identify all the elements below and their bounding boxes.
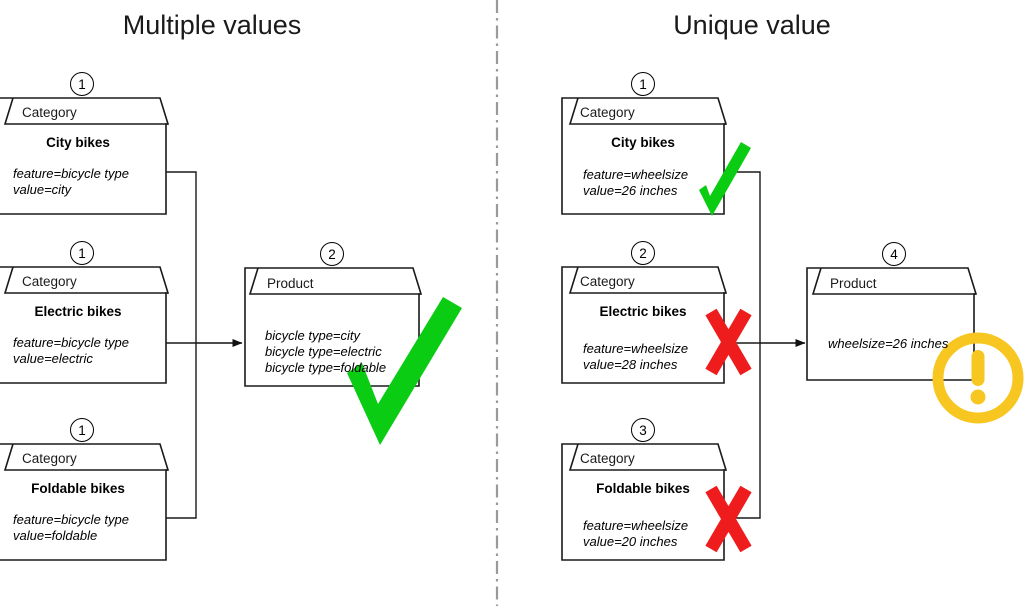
badge-left-category-2: 1 xyxy=(70,241,94,265)
node-line2-right-category-3: value=20 inches xyxy=(583,534,678,549)
node-line2-left-product: bicycle type=electric xyxy=(265,344,382,359)
page-title-left: Multiple values xyxy=(122,10,302,40)
badge-right-category-2: 2 xyxy=(631,241,655,265)
right-category-node-1 xyxy=(561,97,728,215)
node-title-left-category-1: City bikes xyxy=(46,135,110,150)
badge-left-category-3: 1 xyxy=(70,418,94,442)
tab-label-right-category-1: Category xyxy=(580,105,635,120)
badge-right-category-3: 3 xyxy=(631,418,655,442)
node-title-right-category-1: City bikes xyxy=(611,135,675,150)
tab-label-right-category-2: Category xyxy=(580,274,635,289)
tab-label-right-category-3: Category xyxy=(580,451,635,466)
badge-right-category-1: 1 xyxy=(631,72,655,96)
node-line1-left-category-2: feature=bicycle type xyxy=(13,335,129,350)
tab-label-right-product: Product xyxy=(830,276,877,291)
left-connector-lines xyxy=(166,171,197,519)
tab-label-left-category-3: Category xyxy=(22,451,77,466)
left-category-node-1 xyxy=(0,97,170,215)
tab-label-left-product: Product xyxy=(267,276,314,291)
left-category-node-2 xyxy=(0,266,170,384)
cross-mark-icon-right-node-3 xyxy=(705,485,752,553)
right-category-node-3 xyxy=(561,443,728,561)
node-line1-right-category-1: feature=wheelsize xyxy=(583,167,689,182)
node-line1-left-category-3: feature=bicycle type xyxy=(13,512,129,527)
badge-right-product: 4 xyxy=(882,242,906,266)
left-category-node-3 xyxy=(0,443,170,561)
node-line1-left-product: bicycle type=city xyxy=(265,328,361,343)
node-line2-left-category-3: value=foldable xyxy=(13,528,98,543)
node-line1-right-category-2: feature=wheelsize xyxy=(583,341,689,356)
node-line2-left-category-2: value=electric xyxy=(13,351,93,366)
left-product-node xyxy=(244,267,423,387)
node-title-right-category-3: Foldable bikes xyxy=(596,481,690,496)
page-title-right: Unique value xyxy=(673,10,831,40)
node-line2-left-category-1: value=city xyxy=(13,182,72,197)
cross-mark-icon-right-node-2 xyxy=(705,308,752,376)
node-title-left-category-3: Foldable bikes xyxy=(31,481,125,496)
tab-label-left-category-1: Category xyxy=(22,105,77,120)
badge-left-category-1: 1 xyxy=(70,72,94,96)
node-line1-right-product: wheelsize=26 inches xyxy=(828,336,949,351)
check-mark-icon-right-node-1 xyxy=(699,142,751,216)
warning-icon-right-verdict xyxy=(932,332,1024,424)
tab-label-left-category-2: Category xyxy=(22,274,77,289)
right-product-node xyxy=(806,267,978,381)
badge-left-product: 2 xyxy=(320,242,344,266)
node-line1-left-category-1: feature=bicycle type xyxy=(13,166,129,181)
node-line1-right-category-3: feature=wheelsize xyxy=(583,518,689,533)
node-line2-right-category-1: value=26 inches xyxy=(583,183,678,198)
node-line2-right-category-2: value=28 inches xyxy=(583,357,678,372)
node-title-right-category-2: Electric bikes xyxy=(599,304,687,319)
check-mark-icon-left-verdict xyxy=(347,297,462,445)
node-line3-left-product: bicycle type=foldable xyxy=(265,360,387,375)
node-title-left-category-2: Electric bikes xyxy=(34,304,122,319)
right-category-node-2 xyxy=(561,266,728,384)
